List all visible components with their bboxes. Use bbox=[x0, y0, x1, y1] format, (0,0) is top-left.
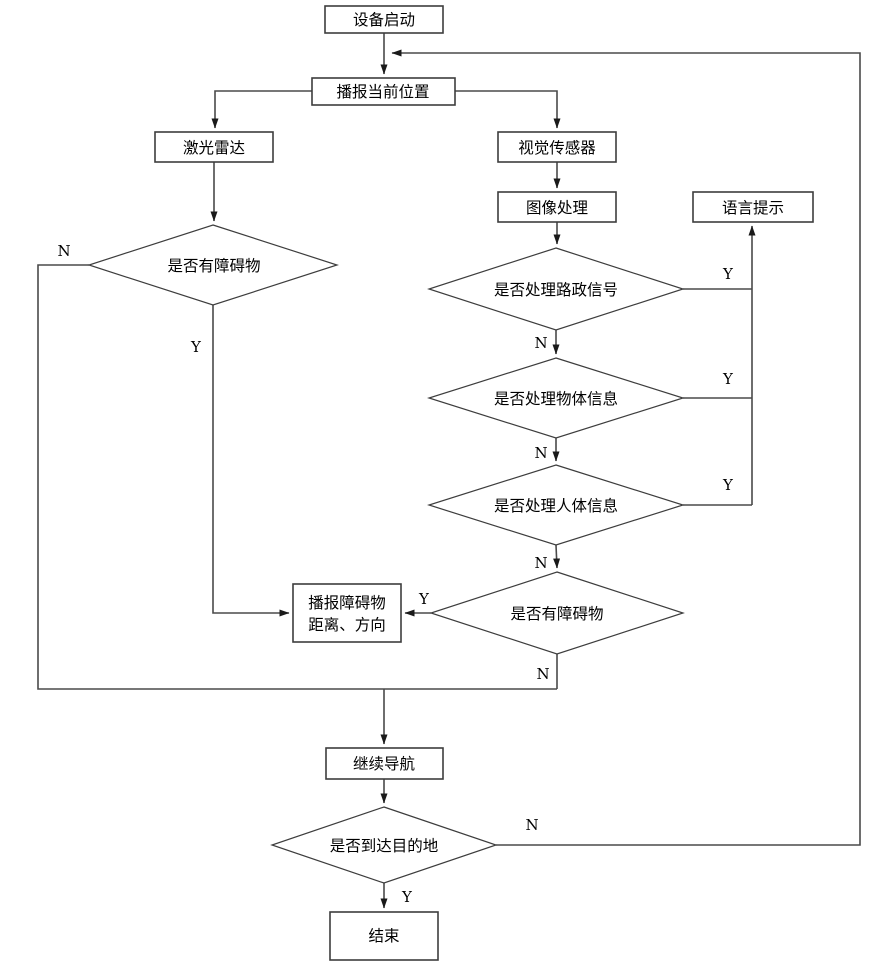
object-info-diamond bbox=[427, 357, 685, 439]
node-continue-nav: 继续导航 bbox=[325, 747, 444, 780]
continue-nav-box bbox=[325, 747, 444, 780]
decision-has-obstacle-right: 是否有障碍物 bbox=[429, 571, 685, 655]
announce-obstacle-label-line2: 距离、方向 bbox=[308, 616, 386, 634]
node-lidar: 激光雷达 bbox=[154, 131, 274, 163]
label-yes-has-obstacle-left: Y bbox=[190, 338, 202, 356]
has-obstacle-left-label: 是否有障碍物 bbox=[167, 257, 260, 275]
label-no-has-obstacle-right: N bbox=[536, 665, 549, 683]
has-obstacle-right-diamond bbox=[429, 571, 685, 655]
image-processing-box bbox=[497, 191, 617, 223]
edge-announce-position-to-lidar bbox=[211, 90, 312, 129]
node-announce-position: 播报当前位置 bbox=[311, 77, 456, 106]
label-no-reach-destination: N bbox=[525, 816, 538, 834]
decision-object-info: 是否处理物体信息 bbox=[427, 357, 685, 439]
human-info-label: 是否处理人体信息 bbox=[494, 497, 618, 515]
edge-has-obstacle-left-no bbox=[37, 264, 557, 690]
lidar-label: 激光雷达 bbox=[183, 139, 245, 157]
announce-position-label: 播报当前位置 bbox=[336, 83, 429, 101]
decision-human-info: 是否处理人体信息 bbox=[427, 464, 685, 546]
edges bbox=[37, 33, 861, 909]
announce-position-box bbox=[311, 77, 456, 106]
vision-sensor-box bbox=[497, 131, 617, 163]
decision-has-obstacle-left: 是否有障碍物 bbox=[87, 224, 339, 306]
announce-obstacle-box bbox=[292, 583, 402, 643]
road-signal-diamond bbox=[427, 247, 685, 331]
voice-prompt-box bbox=[692, 191, 814, 223]
voice-prompt-label: 语言提示 bbox=[722, 199, 784, 217]
has-obstacle-left-diamond bbox=[87, 224, 339, 306]
decision-reach-destination: 是否到达目的地 bbox=[270, 806, 498, 884]
road-signal-label: 是否处理路政信号 bbox=[494, 281, 618, 299]
reach-destination-diamond bbox=[270, 806, 498, 884]
start-box bbox=[324, 5, 444, 34]
label-yes-human-info: Y bbox=[722, 476, 734, 494]
announce-obstacle-label-line1: 播报障碍物 bbox=[308, 594, 386, 612]
end-label: 结束 bbox=[368, 927, 399, 945]
human-info-diamond bbox=[427, 464, 685, 546]
has-obstacle-right-label: 是否有障碍物 bbox=[510, 605, 603, 623]
label-no-road-signal: N bbox=[534, 334, 547, 352]
node-voice-prompt: 语言提示 bbox=[692, 191, 814, 223]
edge-reach-destination-no-feedback-loop bbox=[391, 49, 861, 846]
decision-road-signal: 是否处理路政信号 bbox=[427, 247, 685, 331]
label-yes-object-info: Y bbox=[722, 370, 734, 388]
label-no-has-obstacle-left: N bbox=[57, 242, 70, 260]
node-end: 结束 bbox=[329, 911, 439, 961]
label-no-human-info: N bbox=[534, 554, 547, 572]
continue-nav-label: 继续导航 bbox=[353, 755, 415, 773]
object-info-label: 是否处理物体信息 bbox=[494, 390, 618, 408]
branch-labels: N Y Y N Y N Y N Y N N Y bbox=[57, 242, 734, 906]
node-start: 设备启动 bbox=[324, 5, 444, 34]
edge-announce-position-to-vision-sensor bbox=[455, 90, 561, 129]
label-yes-reach-destination: Y bbox=[401, 888, 413, 906]
label-no-object-info: N bbox=[534, 444, 547, 462]
node-announce-obstacle: 播报障碍物 距离、方向 bbox=[292, 583, 402, 643]
lidar-box bbox=[154, 131, 274, 163]
image-processing-label: 图像处理 bbox=[526, 199, 588, 217]
vision-sensor-label: 视觉传感器 bbox=[518, 139, 596, 157]
label-yes-has-obstacle-right: Y bbox=[418, 590, 430, 608]
reach-destination-label: 是否到达目的地 bbox=[330, 837, 439, 855]
node-image-processing: 图像处理 bbox=[497, 191, 617, 223]
end-box bbox=[329, 911, 439, 961]
label-yes-road-signal: Y bbox=[722, 265, 734, 283]
node-vision-sensor: 视觉传感器 bbox=[497, 131, 617, 163]
edge-has-obstacle-left-yes-to-announce-obstacle bbox=[212, 305, 290, 617]
start-label: 设备启动 bbox=[353, 11, 415, 29]
edge-human-info-no-to-has-obstacle-right bbox=[553, 544, 561, 569]
